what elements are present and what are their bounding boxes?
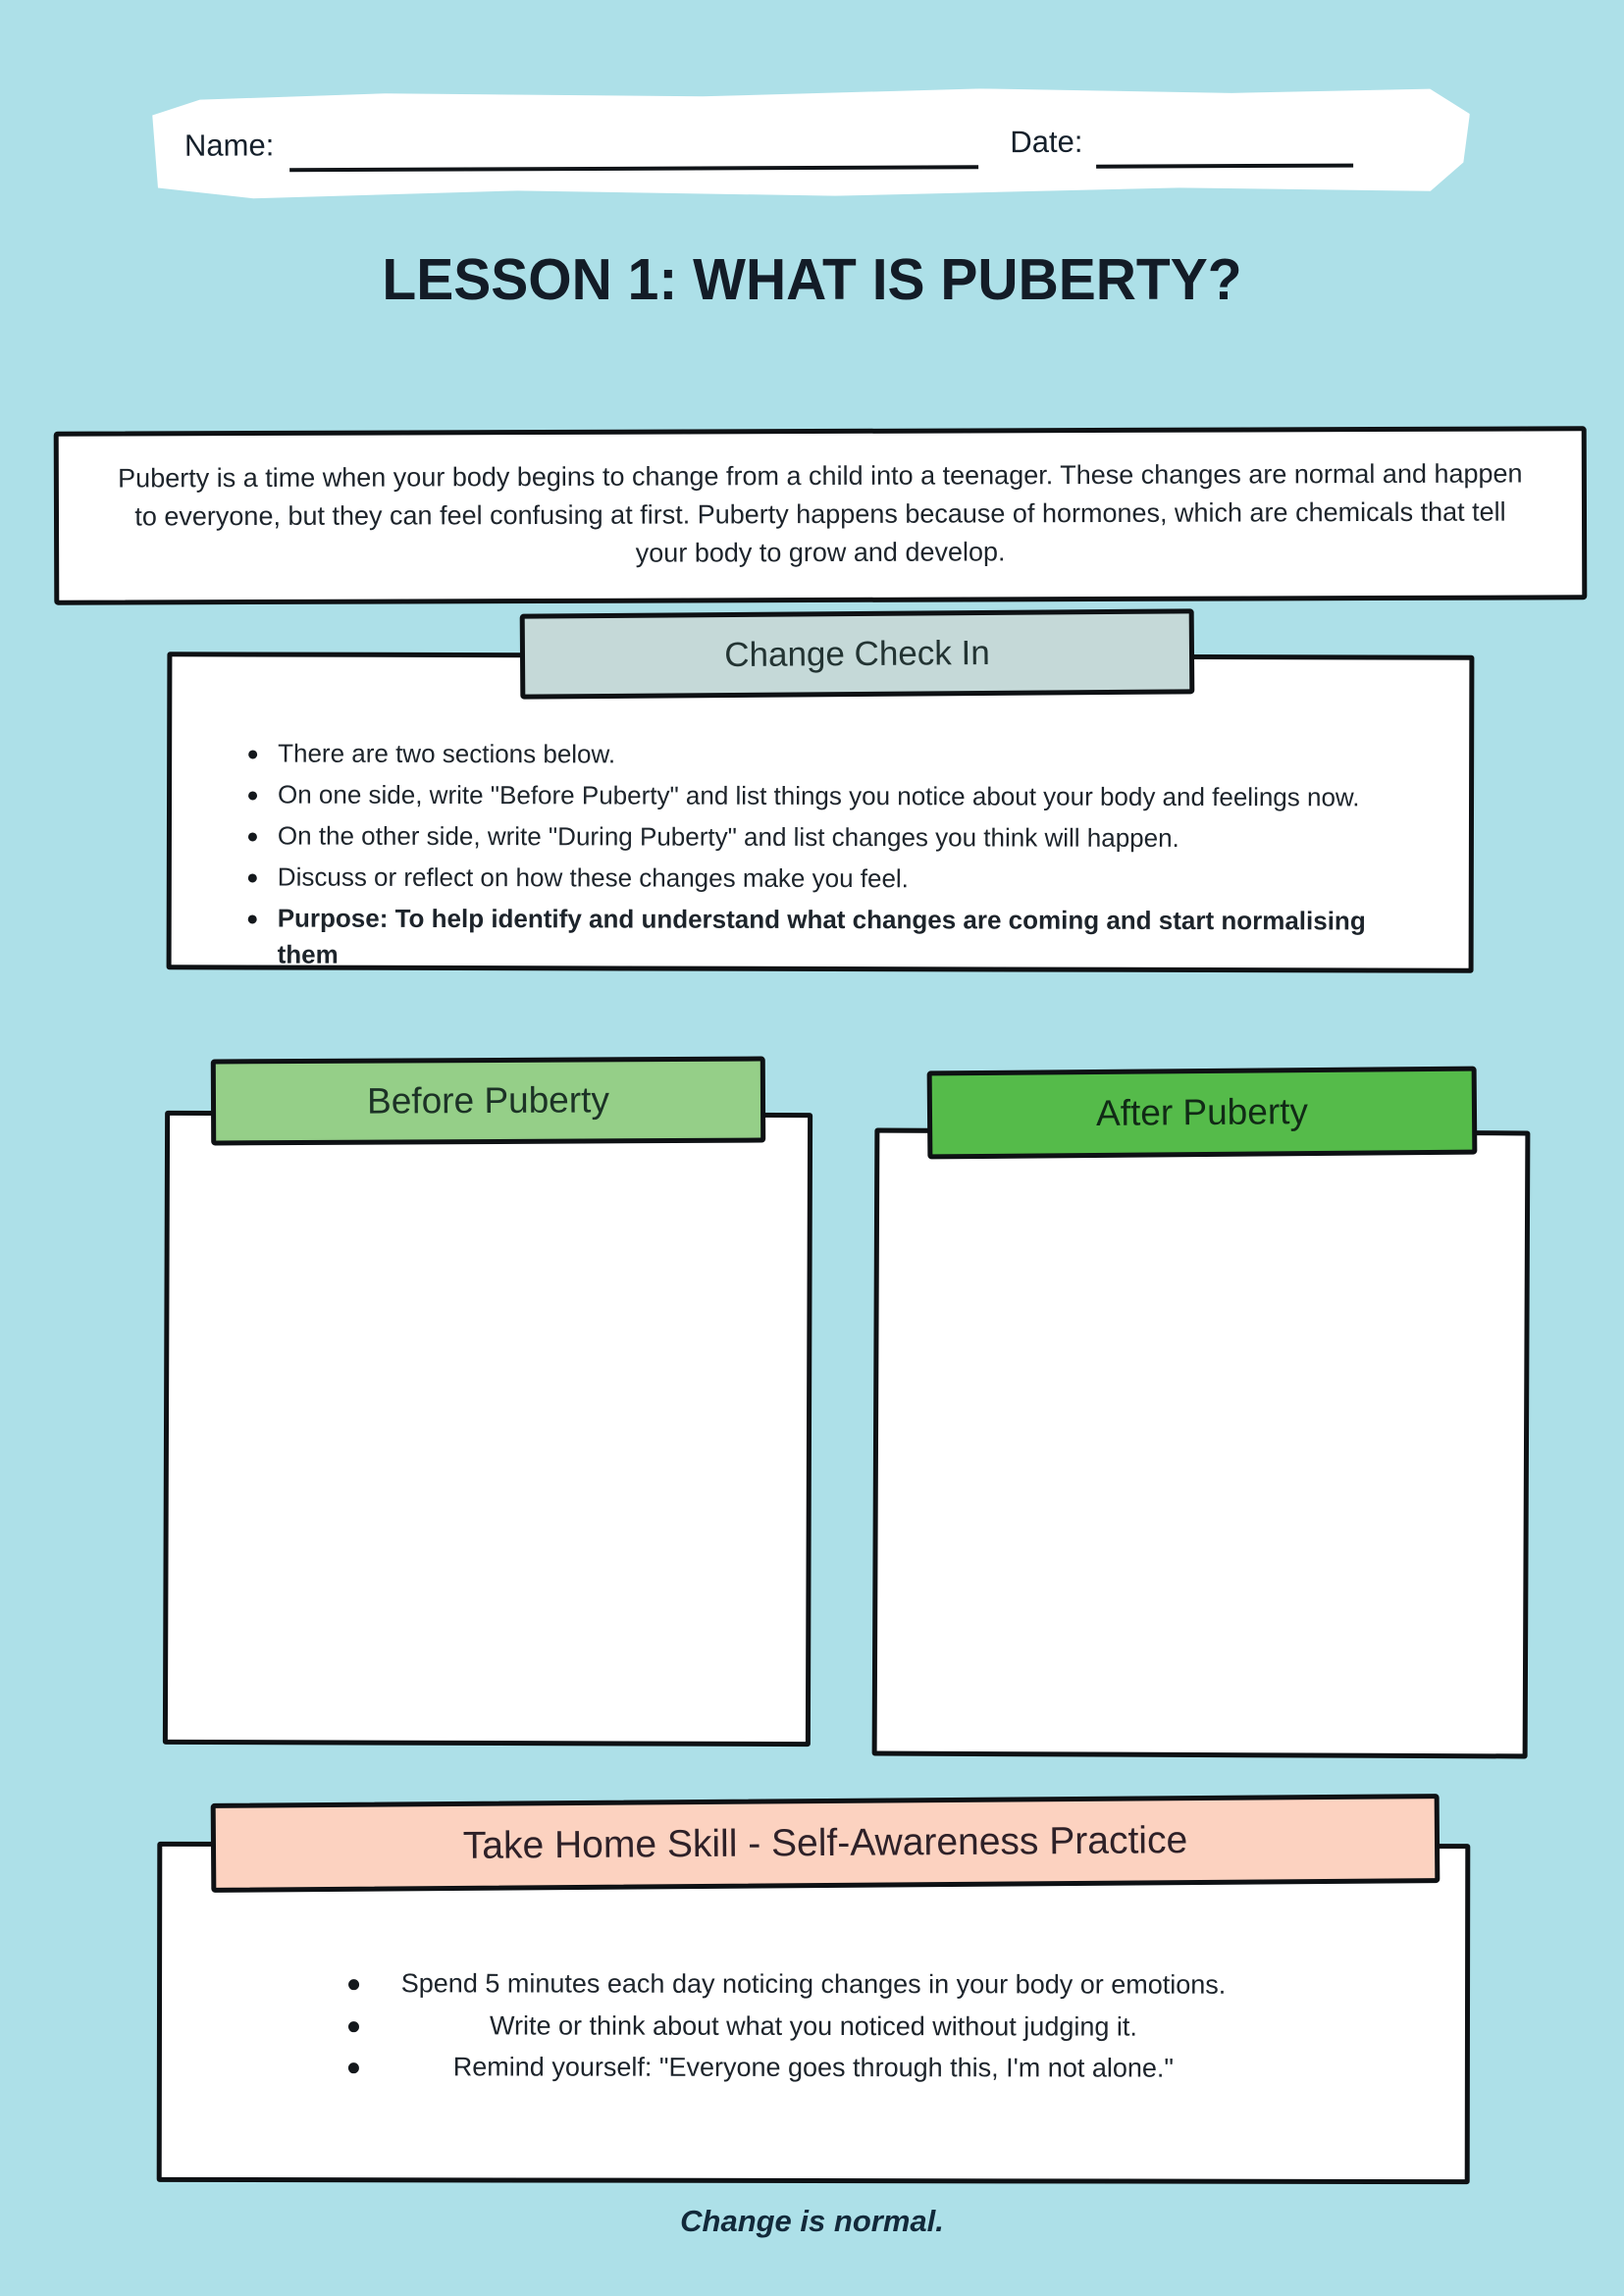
date-label: Date: (1010, 124, 1083, 160)
after-puberty-title: After Puberty (1095, 1091, 1309, 1133)
page-title: LESSON 1: WHAT IS PUBERTY? (382, 246, 1242, 313)
footer-tagline: Change is normal. (680, 2204, 944, 2238)
list-item-purpose: Purpose: To help identify and understand… (240, 900, 1410, 975)
list-item: On one side, write "Before Puberty" and … (240, 776, 1410, 815)
name-label: Name: (183, 128, 275, 163)
list-item: On the other side, write "During Puberty… (240, 817, 1410, 857)
list-item: Spend 5 minutes each day noticing change… (231, 1962, 1396, 2007)
intro-text: Puberty is a time when your body begins … (118, 458, 1523, 568)
list-item: There are two sections below. (240, 735, 1410, 774)
name-input-line[interactable] (289, 124, 978, 172)
before-puberty-tab: Before Puberty (210, 1056, 766, 1146)
take-home-skill-list: Spend 5 minutes each day noticing change… (231, 1962, 1396, 2090)
intro-box: Puberty is a time when your body begins … (53, 426, 1588, 605)
date-input-line[interactable] (1096, 123, 1353, 169)
change-check-in-tab: Change Check In (519, 608, 1195, 700)
after-puberty-writing-area[interactable] (871, 1127, 1531, 1759)
name-date-bar: Name: Date: (147, 85, 1470, 201)
before-puberty-title: Before Puberty (366, 1079, 610, 1122)
before-puberty-writing-area[interactable] (162, 1110, 813, 1748)
list-item: Discuss or reflect on how these changes … (240, 859, 1410, 898)
change-check-in-list: There are two sections below. On one sid… (240, 735, 1411, 975)
list-item: Write or think about what you noticed wi… (231, 2005, 1396, 2049)
date-group: Date: (1010, 119, 1353, 166)
change-check-in-panel: There are two sections below. On one sid… (166, 652, 1475, 975)
change-check-in-title: Change Check In (724, 633, 990, 674)
take-home-skill-title: Take Home Skill - Self-Awareness Practic… (462, 1818, 1188, 1867)
list-item: Remind yourself: "Everyone goes through … (231, 2046, 1396, 2090)
take-home-skill-tab: Take Home Skill - Self-Awareness Practic… (210, 1794, 1441, 1893)
take-home-skill-panel: Spend 5 minutes each day noticing change… (156, 1841, 1471, 2185)
after-puberty-tab: After Puberty (926, 1066, 1478, 1160)
